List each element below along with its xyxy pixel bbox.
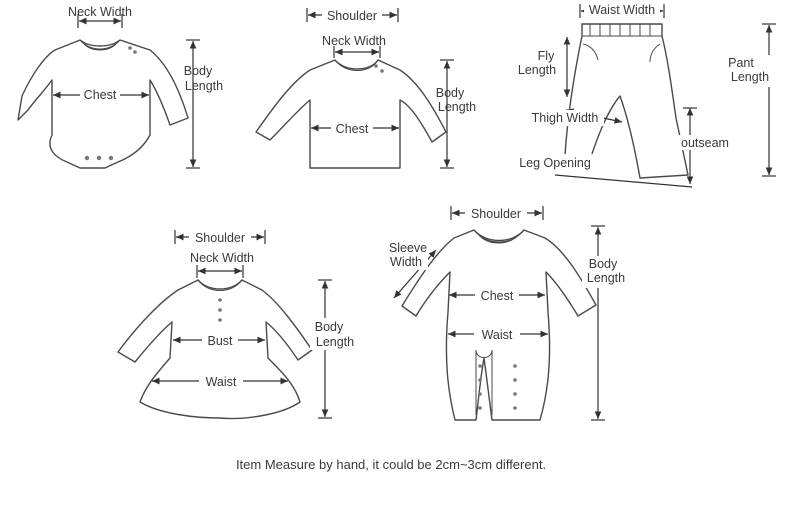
shirt-shoulder-label: Shoulder — [327, 9, 377, 23]
romper-snap — [478, 378, 482, 382]
bodysuit-chest-label: Chest — [84, 88, 117, 102]
bodysuit-body-length-label: Body — [184, 64, 213, 78]
pants-outseam-label: outseam — [681, 136, 729, 150]
bodysuit-shoulder-snap — [133, 50, 137, 54]
romper-snap — [513, 364, 517, 368]
romper-snap — [513, 406, 517, 410]
romper-sleeve-width-label-2: Width — [390, 255, 422, 269]
dress-collar — [197, 279, 243, 291]
pants-pant-length-label-2: Length — [731, 70, 769, 84]
pants-fly-length-label-2: Length — [518, 63, 556, 77]
dress-button — [218, 298, 222, 302]
measurement-disclaimer: Item Measure by hand, it could be 2cm~3c… — [236, 457, 546, 472]
romper-diagram: Shoulder Sleeve Width Chest Waist Body L… — [384, 205, 632, 421]
romper-snap — [478, 406, 482, 410]
dress-button — [218, 318, 222, 322]
romper-snap — [478, 392, 482, 396]
shirt-neck-width-label: Neck Width — [322, 34, 386, 48]
romper-snap — [513, 392, 517, 396]
bodysuit-diagram: Neck Width Chest Body Length — [17, 5, 223, 169]
dress-shoulder-label: Shoulder — [195, 231, 245, 245]
romper-inseam — [475, 349, 493, 415]
bodysuit-outline — [17, 39, 189, 169]
pants-leg-opening-label: Leg Opening — [519, 156, 591, 170]
bodysuit-body-length-label-2: Length — [185, 79, 223, 93]
pants-pockets — [582, 43, 661, 63]
dress-outline — [117, 279, 313, 420]
dress-button — [218, 308, 222, 312]
romper-waist-label: Waist — [482, 328, 513, 342]
pants-diagram: Waist Width Fly Length Thigh Width outse… — [513, 2, 778, 188]
bodysuit-collar — [79, 39, 121, 51]
pants-outline — [564, 23, 689, 179]
dress-bust-label: Bust — [207, 334, 233, 348]
romper-snap — [478, 364, 482, 368]
romper-shoulder-label: Shoulder — [471, 207, 521, 221]
pants-pant-length-label: Pant — [728, 56, 754, 70]
pants-thigh-width-label: Thigh Width — [532, 111, 599, 125]
dress-waist-label: Waist — [206, 375, 237, 389]
bodysuit-shoulder-snap — [128, 46, 132, 50]
romper-snap — [513, 378, 517, 382]
bodysuit-neck-width-label: Neck Width — [68, 5, 132, 19]
shirt-shoulder-snap — [380, 69, 384, 73]
pants-waistband — [581, 23, 663, 37]
pants-waist-width-label: Waist Width — [589, 3, 655, 17]
bodysuit-snap — [96, 155, 102, 161]
dress-diagram: Shoulder Neck Width Bust Waist Body Leng… — [117, 229, 356, 420]
dress-body-length-label-2: Length — [316, 335, 354, 349]
romper-sleeve-width-label: Sleeve — [389, 241, 427, 255]
romper-outline — [401, 229, 597, 421]
shirt-shoulder-snap — [374, 64, 378, 68]
romper-body-length-label: Body — [589, 257, 618, 271]
dress-neck-width-label: Neck Width — [190, 251, 254, 265]
pants-hem-line — [554, 174, 693, 188]
bodysuit-snap — [84, 155, 90, 161]
pants-fly-length-label: Fly — [538, 49, 555, 63]
romper-chest-label: Chest — [481, 289, 514, 303]
shirt-diagram: Shoulder Neck Width Chest Body Length — [255, 7, 476, 169]
shirt-outline — [255, 59, 447, 169]
shirt-chest-label: Chest — [336, 122, 369, 136]
shirt-collar — [334, 59, 379, 71]
shirt-body-length-label: Body — [436, 86, 465, 100]
shirt-body-length-label-2: Length — [438, 100, 476, 114]
romper-collar — [473, 229, 525, 244]
bodysuit-snap — [108, 155, 114, 161]
romper-sleeve-width-line — [393, 249, 437, 299]
dress-body-length-label: Body — [315, 320, 344, 334]
romper-body-length-label-2: Length — [587, 271, 625, 285]
